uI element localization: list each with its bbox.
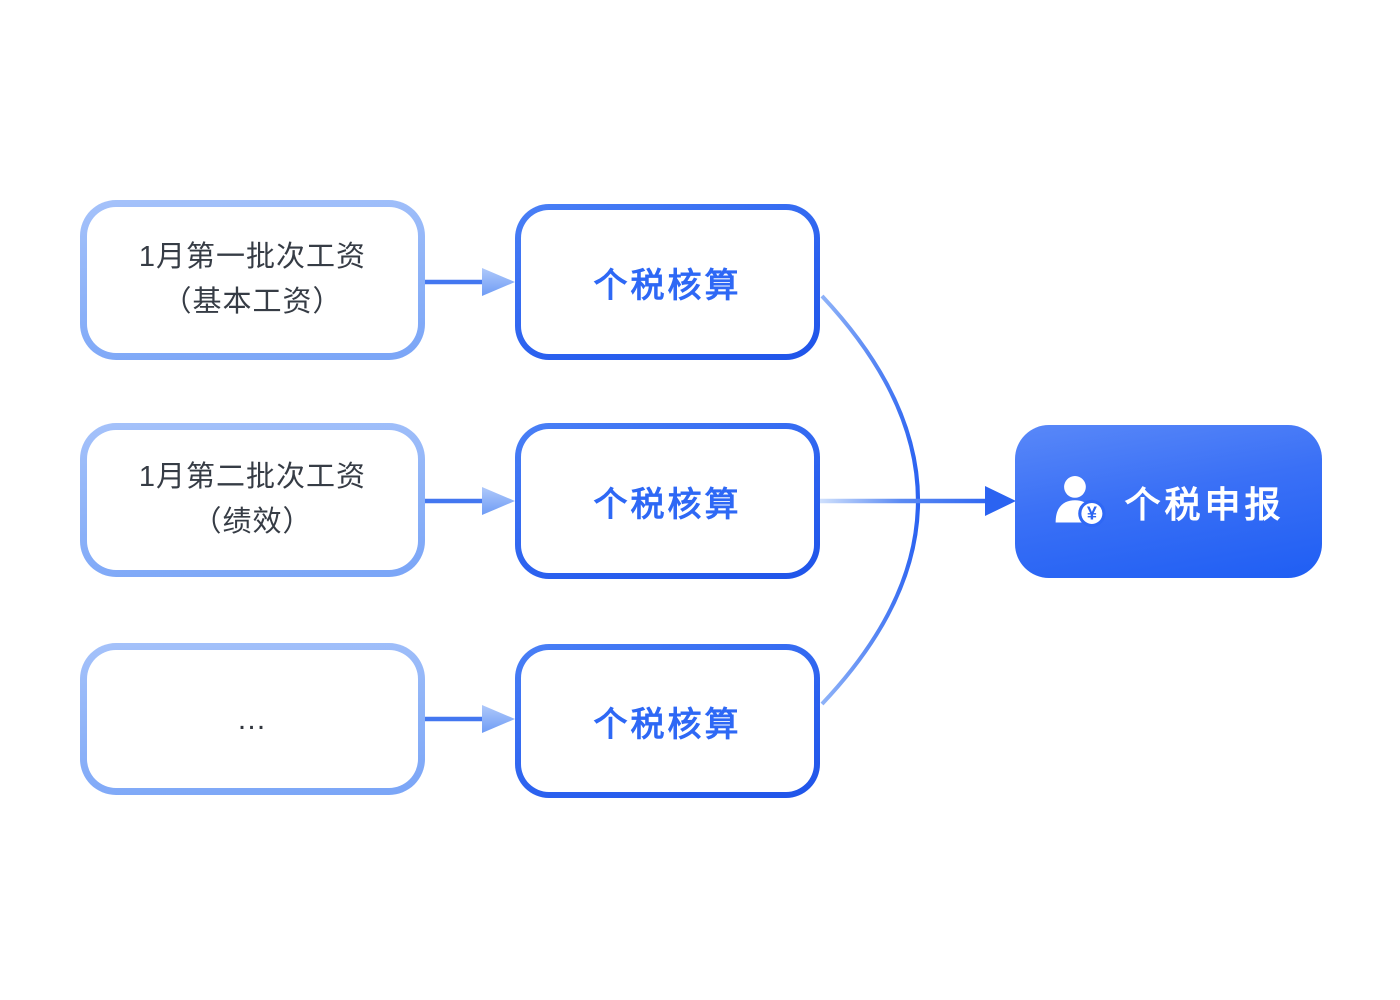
node-label: 个税核算: [593, 485, 742, 524]
node-salary-batch-1: 1月第一批次工资 （基本工资）: [80, 200, 425, 360]
node-salary-batch-2: 1月第二批次工资 （绩效）: [80, 423, 425, 577]
node-label-line: 1月第二批次工资: [138, 461, 367, 493]
node-label-line: …: [236, 702, 269, 736]
node-label: 个税申报: [1124, 483, 1285, 525]
node-salary-batch-1-body: 1月第一批次工资 （基本工资）: [87, 207, 418, 353]
node-label: 个税核算: [593, 266, 742, 305]
node-label: 个税核算: [593, 705, 742, 744]
node-salary-batch-more: …: [80, 643, 425, 795]
arrow-head-calc-to-declare: [985, 486, 1016, 516]
arrow-head-source2-to-calc2: [482, 487, 515, 515]
node-tax-calc-1-body: 个税核算: [521, 210, 814, 354]
node-label-line: （基本工资）: [162, 286, 343, 318]
person-yuan-icon: ¥: [1056, 475, 1107, 527]
node-tax-calc-1: 个税核算: [515, 204, 820, 360]
arrow-head-source1-to-calc1: [482, 268, 515, 296]
node-salary-batch-more-body: …: [87, 650, 418, 788]
node-tax-declare: ¥ 个税申报: [1015, 425, 1322, 578]
merge-arc-calc1-calc3: [820, 294, 920, 706]
yuan-symbol: ¥: [1087, 503, 1097, 523]
node-salary-batch-2-body: 1月第二批次工资 （绩效）: [87, 430, 418, 570]
node-tax-calc-3-body: 个税核算: [521, 650, 814, 792]
node-label-line: 1月第一批次工资: [138, 241, 367, 273]
node-label-line: （绩效）: [192, 506, 313, 538]
arrow-head-source3-to-calc3: [482, 705, 515, 733]
node-tax-calc-3: 个税核算: [515, 644, 820, 798]
node-tax-calc-2: 个税核算: [515, 423, 820, 579]
node-tax-calc-2-body: 个税核算: [521, 429, 814, 573]
